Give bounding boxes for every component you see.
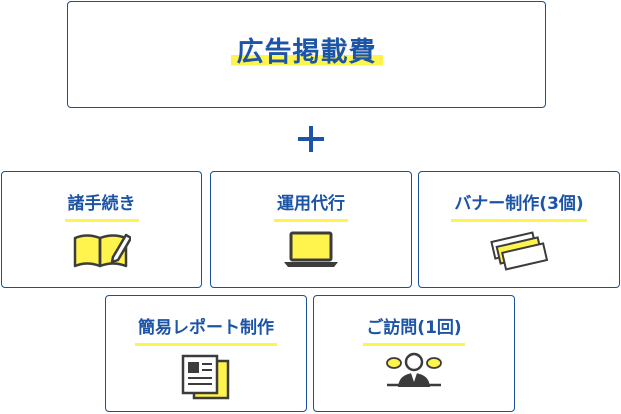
service-label: 諸手続き (2, 189, 201, 222)
service-label: 運用代行 (211, 189, 411, 222)
plus-icon (296, 124, 326, 154)
service-paperwork: 諸手続き (1, 171, 202, 288)
service-label: 簡易レポート制作 (106, 313, 306, 346)
service-report: 簡易レポート制作 (105, 295, 307, 412)
book-pencil-icon (73, 233, 131, 268)
ad-fee-box: 広告掲載費 (67, 1, 546, 108)
banners-icon (490, 231, 549, 271)
service-banner: バナー制作(3個) (418, 171, 620, 288)
service-visit: ご訪問(1回) (313, 295, 515, 412)
laptop-icon (284, 231, 338, 267)
service-operation: 運用代行 (210, 171, 412, 288)
service-label: バナー制作(3個) (419, 189, 619, 222)
report-icon (181, 354, 230, 400)
service-label: ご訪問(1回) (314, 313, 514, 346)
visit-icon (386, 352, 442, 387)
ad-fee-title: 広告掲載費 (68, 30, 545, 70)
